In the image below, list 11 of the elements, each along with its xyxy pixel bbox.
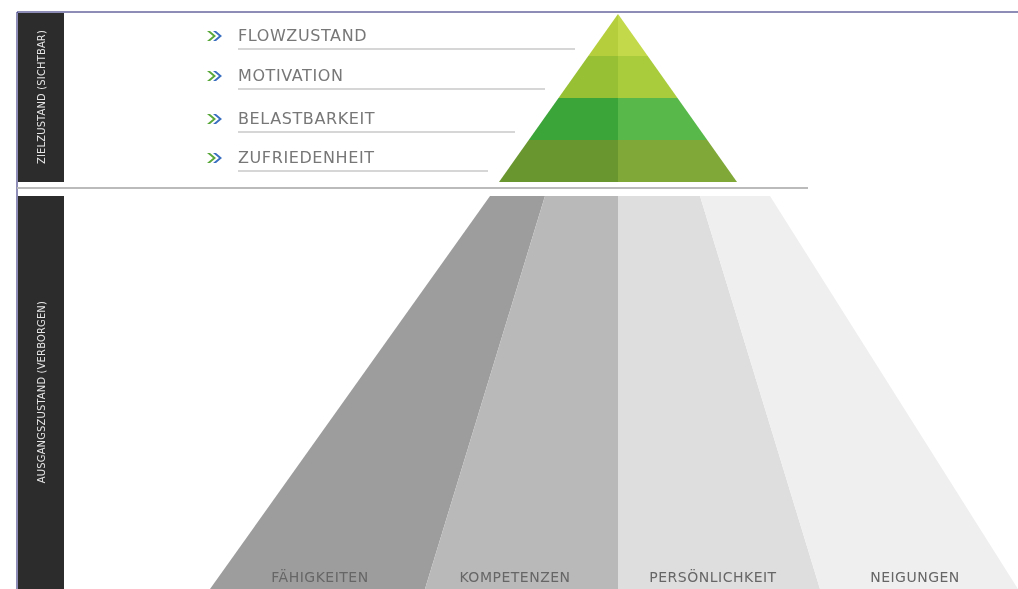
band-label: AUSGANGSZUSTAND (VERBORGEN) xyxy=(34,301,48,484)
list-item-label: BELASTBARKEIT xyxy=(238,109,376,128)
segment-label: KOMPETENZEN xyxy=(459,569,571,585)
list-item-label: ZUFRIEDENHEIT xyxy=(238,148,375,167)
side-band xyxy=(18,13,64,182)
side-band xyxy=(18,196,64,589)
list-item-label: MOTIVATION xyxy=(238,66,344,85)
list-item-label: FLOWZUSTAND xyxy=(238,26,368,45)
segment-label: NEIGUNGEN xyxy=(870,569,960,585)
band-label: ZIELZUSTAND (SICHTBAR) xyxy=(34,30,48,165)
segment-label: PERSÖNLICHKEIT xyxy=(649,569,777,585)
